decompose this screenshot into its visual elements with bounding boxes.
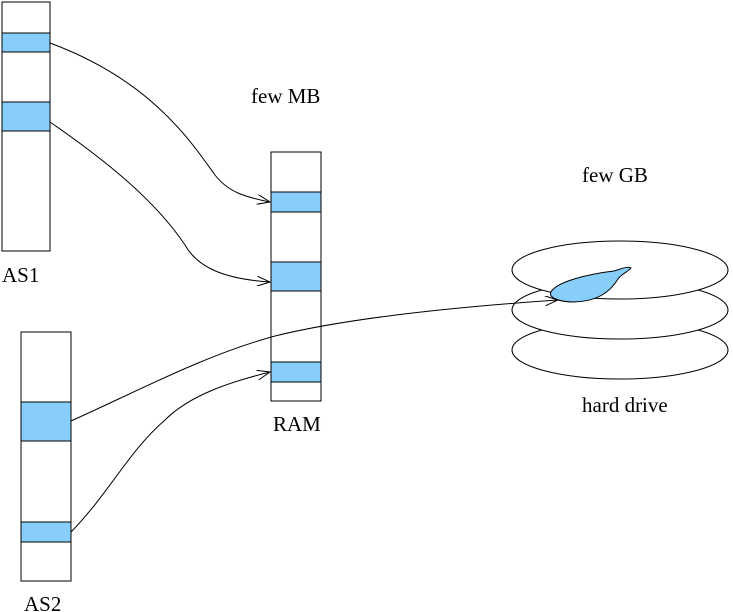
hard-drive-data-blob <box>549 266 632 303</box>
as2-label: AS2 <box>24 592 61 612</box>
as1-page-1 <box>1 32 51 53</box>
ram-page-1 <box>270 191 322 213</box>
ram-page-3 <box>270 361 322 383</box>
as2-memory-column <box>20 331 72 582</box>
disk-size-label: few GB <box>582 163 648 187</box>
as1-label: AS1 <box>2 263 39 287</box>
as1-page-2 <box>1 101 51 132</box>
ram-size-label: few MB <box>251 84 320 108</box>
hard-drive-label: hard drive <box>582 393 668 417</box>
mapping-arrow-as1-page2-to-ram <box>49 121 270 282</box>
ram-page-2 <box>270 261 322 292</box>
mapping-arrow-as2-page2-to-ram <box>70 372 270 533</box>
as1-memory-column <box>1 1 51 252</box>
mapping-arrow-as2-page1-to-disk <box>70 300 558 422</box>
ram-column <box>270 151 322 402</box>
ram-label: RAM <box>273 412 321 436</box>
as2-page-1 <box>20 401 72 442</box>
as2-page-2 <box>20 521 72 543</box>
mapping-arrow-as1-page1-to-ram <box>49 42 270 202</box>
as2-column-outline <box>20 331 72 582</box>
hard-drive-icon <box>511 240 729 380</box>
